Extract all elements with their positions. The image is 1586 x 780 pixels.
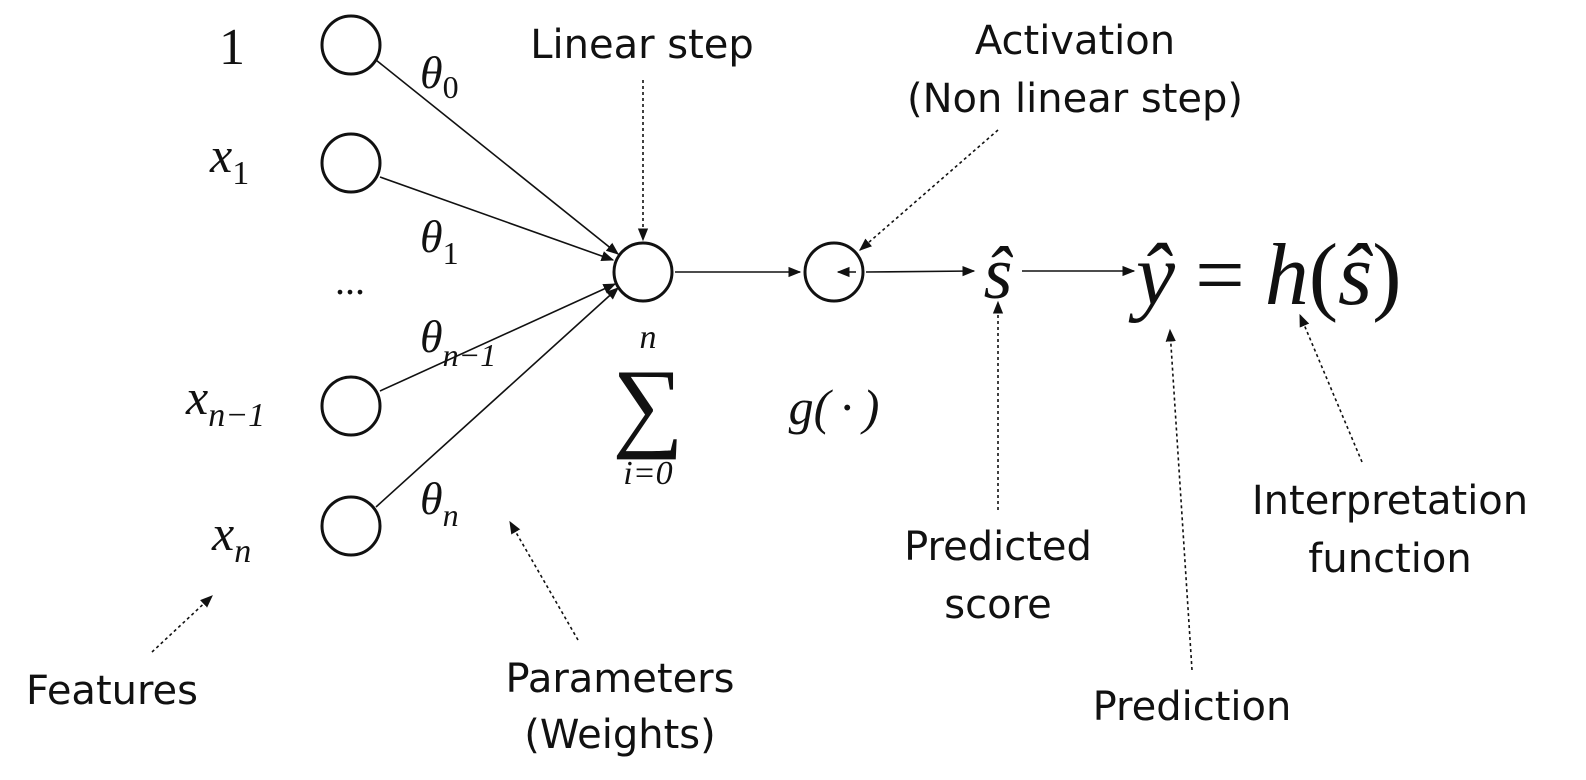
weight-thetan1-sub: n−1	[443, 337, 497, 373]
input-node-xn1	[320, 375, 382, 437]
edge-x1-to-sum	[379, 176, 615, 261]
activation-function: g( · )	[789, 379, 880, 435]
dotted-interpretation-arrow	[1299, 313, 1363, 463]
label-activation: Activation	[975, 18, 1175, 64]
dotted-prediction-arrow	[1165, 328, 1193, 671]
sum-upper-limit: n	[640, 319, 657, 356]
input-node-bias	[320, 14, 382, 76]
input-xn1-var: x	[185, 369, 208, 425]
weight-theta1-symbol: θ	[420, 211, 443, 262]
input-node-x1	[320, 132, 382, 194]
sum-lower-limit: i=0	[623, 455, 672, 492]
sum-symbol: ∑	[612, 349, 683, 460]
edge-xn1-to-sum	[379, 283, 617, 392]
edge-xn-to-sum	[375, 287, 619, 508]
equation-yhat: ŷ	[1128, 227, 1176, 324]
label-interpretation: Interpretation	[1252, 478, 1528, 524]
predicted-score-symbol: ŝ	[984, 233, 1014, 315]
input-label-bias: 1	[219, 19, 245, 76]
input-xn-var: x	[211, 505, 234, 561]
label-function: function	[1308, 536, 1471, 582]
input-xn-sub: n	[234, 533, 251, 570]
activation-node	[803, 241, 865, 303]
weight-label-thetan: θn	[420, 473, 459, 533]
weight-theta0-sub: 0	[443, 69, 459, 105]
dotted-parameters-arrow	[509, 520, 579, 641]
label-features: Features	[26, 668, 198, 714]
sum-node	[612, 241, 674, 303]
edge-activation-to-score	[865, 265, 976, 277]
weight-thetan-sub: n	[443, 497, 459, 533]
input-x1-sub: 1	[232, 155, 249, 192]
weight-label-theta1: θ1	[420, 211, 459, 271]
input-xn1-sub: n−1	[208, 397, 265, 434]
weight-theta0-symbol: θ	[420, 47, 443, 98]
label-weights: (Weights)	[524, 712, 715, 758]
input-label-xn1: xn−1	[185, 369, 265, 434]
equation-shat: ŝ	[1338, 227, 1373, 324]
input-node-xn	[320, 495, 382, 557]
weight-label-theta0: θ0	[420, 47, 459, 105]
weight-label-thetan1: θn−1	[420, 311, 496, 373]
label-linear-step: Linear step	[530, 22, 754, 68]
dotted-features-arrow	[151, 595, 213, 653]
equation-equals: =	[1195, 227, 1245, 324]
weight-theta1-sub: 1	[443, 235, 459, 271]
equation-open-paren: (	[1309, 227, 1338, 324]
label-prediction: Prediction	[1093, 684, 1292, 730]
equation-close-paren: )	[1372, 227, 1401, 324]
edge-bias-to-sum	[375, 59, 619, 255]
equation-h: h	[1265, 227, 1309, 324]
dotted-activation-arrow	[859, 129, 999, 251]
label-predicted: Predicted	[904, 524, 1092, 570]
weight-thetan-symbol: θ	[420, 473, 443, 524]
label-score: score	[944, 582, 1051, 628]
prediction-equation: ŷ=h(ŝ)	[1128, 227, 1402, 324]
label-parameters: Parameters	[506, 656, 735, 702]
input-x1-var: x	[209, 127, 232, 183]
input-label-x1: x1	[209, 127, 249, 192]
input-label-xn: xn	[211, 505, 251, 570]
label-non-linear-step: (Non linear step)	[907, 76, 1243, 122]
input-dots: ...	[335, 258, 365, 303]
weight-thetan1-symbol: θ	[420, 311, 443, 362]
